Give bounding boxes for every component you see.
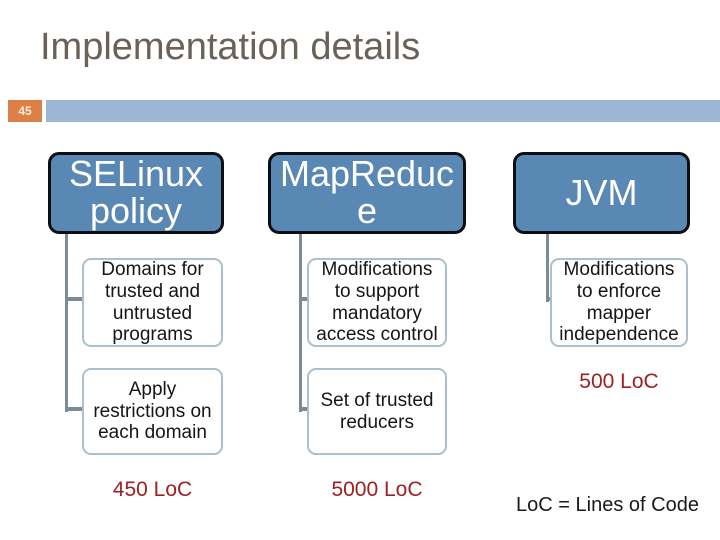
child-box-restrictions: Apply restrictions on each domain (82, 368, 223, 455)
accent-bar (46, 100, 720, 122)
connector-branch (546, 297, 553, 301)
loc-label-selinux: 450 LoC (112, 478, 193, 501)
connector-rail (65, 231, 68, 412)
connector-branch (65, 407, 84, 411)
child-box-trusted-reducers: Set of trusted reducers (307, 368, 447, 455)
child-box-domains: Domains for trusted and untrusted progra… (82, 258, 223, 347)
slide-title: Implementation details (40, 26, 421, 68)
child-box-mac-modifications: Modifications to support mandatory acces… (307, 258, 447, 347)
header-box-jvm: JVM (513, 152, 690, 234)
header-box-mapreduce: MapReduce (268, 152, 466, 234)
loc-label-mapreduce: 5000 LoC (331, 478, 423, 501)
loc-label-jvm: 500 LoC (579, 370, 659, 393)
diagram-column-jvm: JVM Modifications to enforce mapper inde… (513, 152, 690, 522)
connector-branch (65, 297, 84, 301)
page-number-badge: 45 (8, 100, 42, 122)
diagram-column-mapreduce: MapReduce Modifications to support manda… (268, 152, 466, 522)
header-box-selinux-policy: SELinux policy (48, 152, 224, 234)
child-box-mapper-independence: Modifications to enforce mapper independ… (550, 258, 688, 347)
connector-branch (299, 297, 310, 301)
connector-branch (299, 407, 310, 411)
connector-rail (299, 231, 302, 412)
diagram-column-selinux: SELinux policy Domains for trusted and u… (48, 152, 224, 522)
loc-footnote: LoC = Lines of Code (516, 494, 699, 516)
connector-rail (546, 231, 549, 302)
